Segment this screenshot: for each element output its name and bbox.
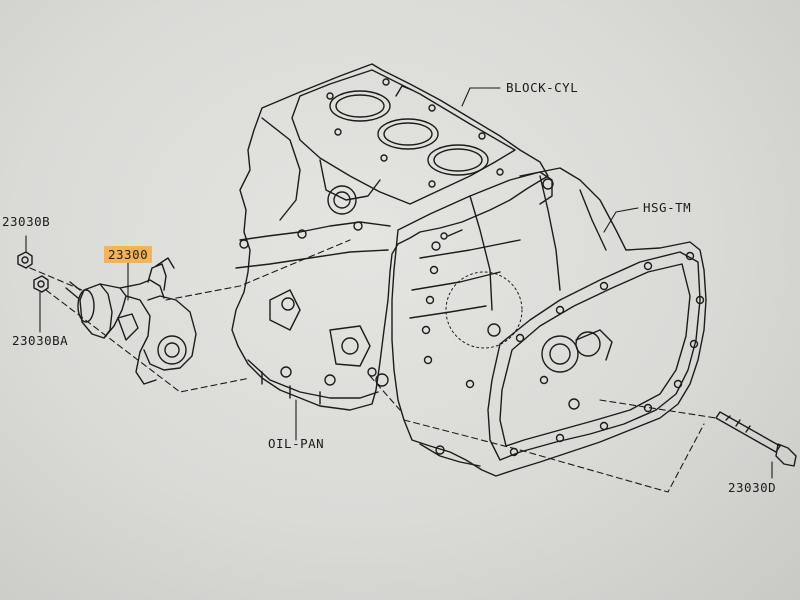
- fastener-23030ba: [33, 275, 49, 293]
- label-part-23030b: 23030B: [2, 214, 51, 229]
- label-leaders: [25, 87, 773, 479]
- fastener-23030b: [17, 251, 33, 269]
- label-oil-pan: OIL-PAN: [268, 436, 325, 451]
- label-part-23030ba: 23030BA: [12, 333, 69, 348]
- label-hsg-tm: HSG-TM: [643, 200, 692, 215]
- cylinder-bore-3: [427, 144, 489, 176]
- label-part-23030d: 23030D: [728, 480, 777, 495]
- cylinder-bore-2: [377, 118, 439, 150]
- bolt-23030d: [715, 411, 797, 467]
- cylinder-bore-1: [329, 90, 391, 122]
- starter-motor: [65, 257, 197, 385]
- label-block-cyl: BLOCK-CYL: [506, 80, 579, 95]
- label-part-23300-highlighted: 23300: [104, 246, 153, 263]
- assembly-dash-lines: [29, 239, 717, 493]
- engine-block: [231, 63, 554, 411]
